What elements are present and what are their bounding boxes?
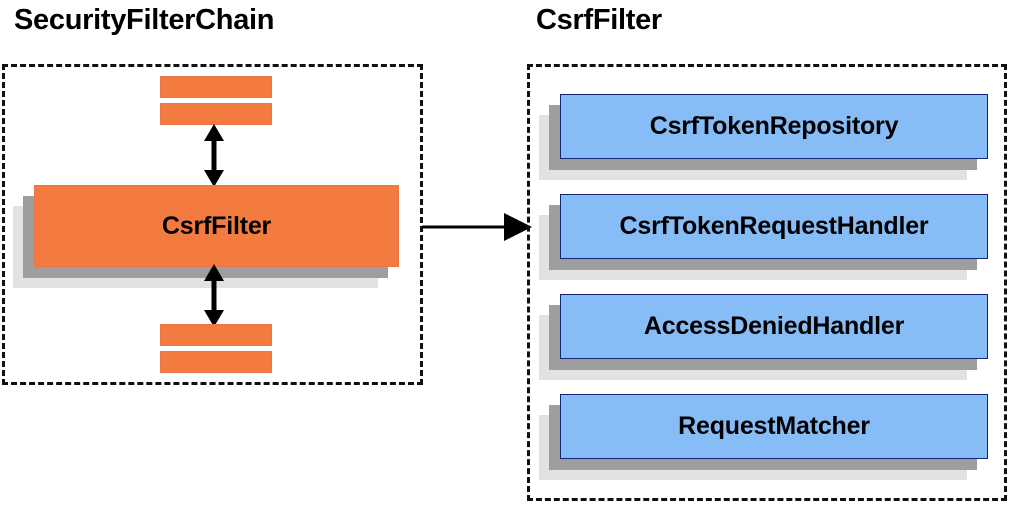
panel-title-csrf-filter: CsrfFilter [536, 4, 662, 36]
double-arrow-up-down-bottom [204, 264, 224, 327]
card-face: AccessDeniedHandler [560, 294, 988, 359]
card-csrf-token-repository[interactable]: CsrfTokenRepository [539, 94, 988, 180]
card-request-matcher[interactable]: RequestMatcher [539, 394, 988, 480]
csrf-filter-card-label: CsrfFilter [161, 211, 272, 240]
card-face: CsrfTokenRepository [560, 94, 988, 159]
double-arrow-up-down-top [204, 124, 224, 187]
card-face: CsrfTokenRequestHandler [560, 194, 988, 259]
card-csrf-token-request-handler[interactable]: CsrfTokenRequestHandler [539, 194, 988, 280]
card-access-denied-handler[interactable]: AccessDeniedHandler [539, 294, 988, 380]
card-label: AccessDeniedHandler [643, 312, 905, 340]
filter-bar-top-1 [160, 76, 272, 98]
csrf-filter-container [527, 64, 1007, 501]
panel-title-security-filter-chain: SecurityFilterChain [14, 4, 275, 36]
filter-bar-top-2 [160, 103, 272, 125]
csrf-filter-card[interactable]: CsrfFilter [13, 185, 399, 288]
card-label: RequestMatcher [678, 412, 870, 440]
security-filter-chain-container [2, 64, 423, 385]
card-label: CsrfTokenRequestHandler [619, 212, 929, 240]
filter-bar-bottom-1 [160, 324, 272, 346]
csrf-filter-card-face: CsrfFilter [34, 185, 399, 267]
filter-bar-bottom-2 [160, 351, 272, 373]
card-label: CsrfTokenRepository [649, 112, 899, 140]
expand-arrow-right [422, 213, 532, 241]
card-face: RequestMatcher [560, 394, 988, 459]
